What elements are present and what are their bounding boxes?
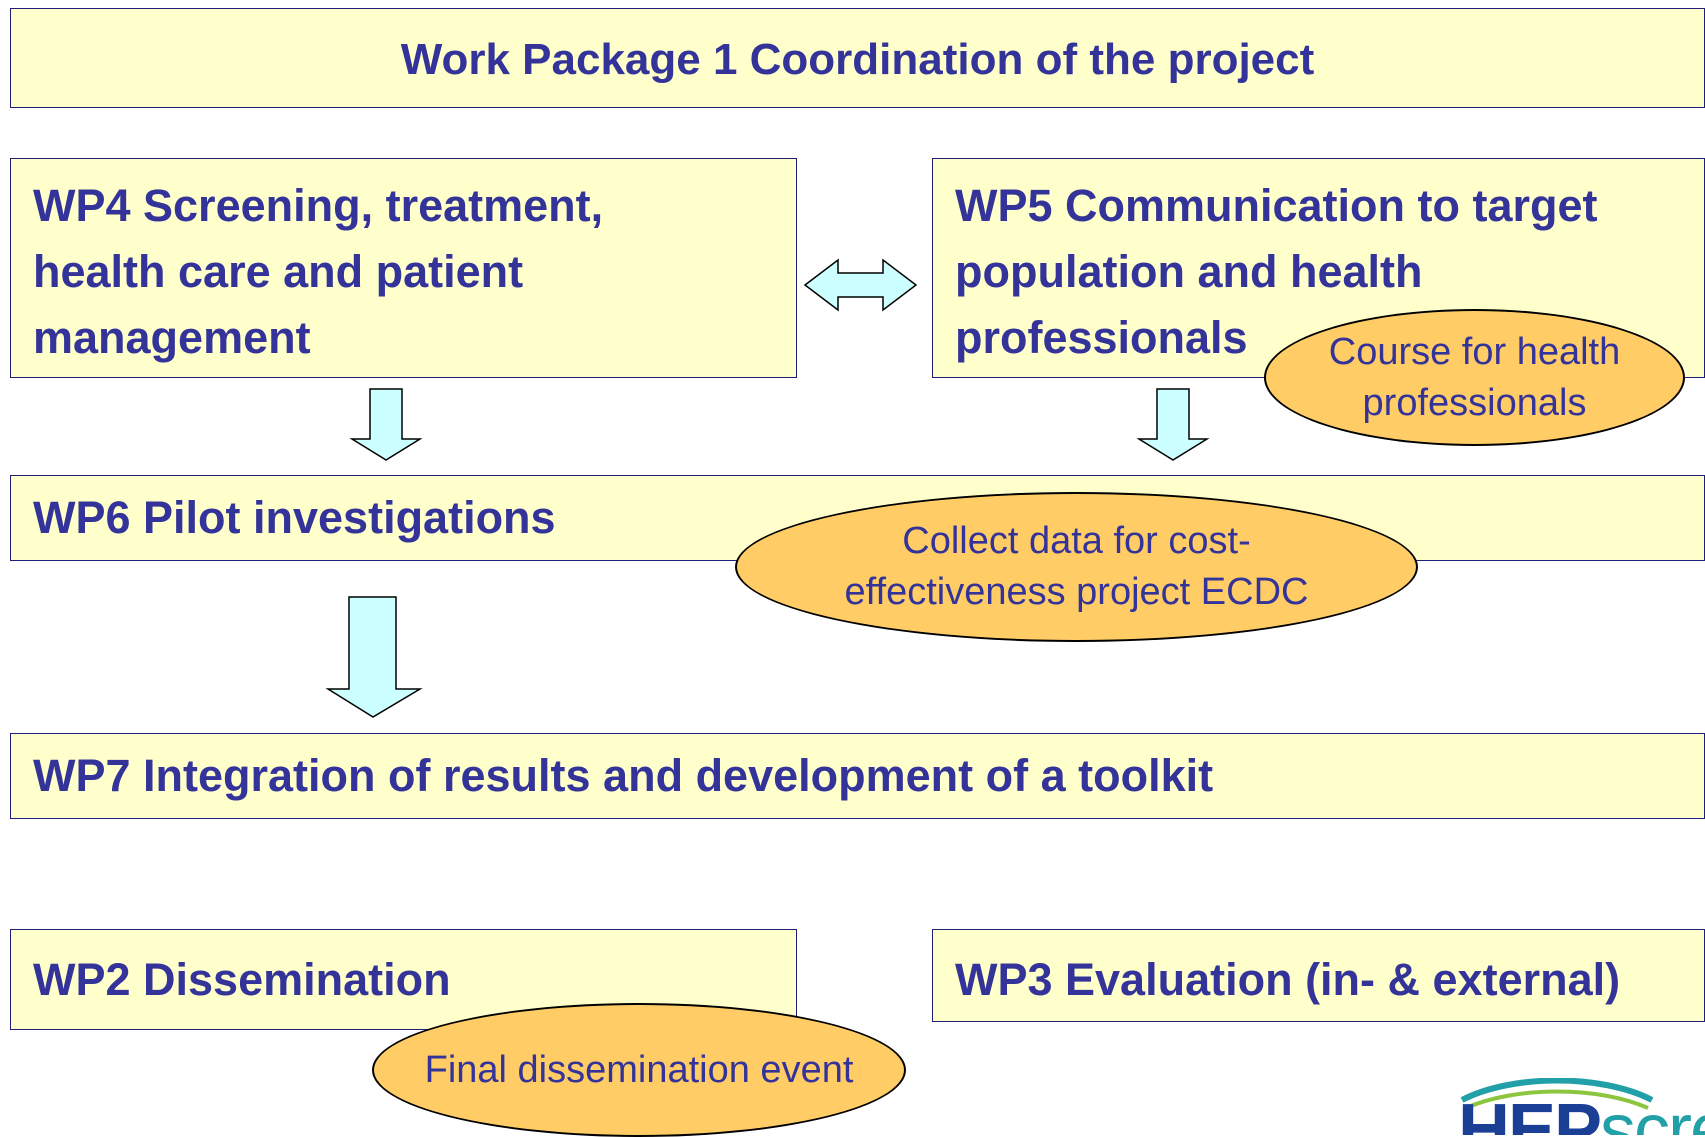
wp4-label-line-3: management bbox=[33, 312, 311, 363]
wp6-label: WP6 Pilot investigations bbox=[33, 492, 556, 543]
wp3-box: WP3 Evaluation (in- & external) bbox=[932, 929, 1705, 1022]
course-note-ellipse: Course for health professionals bbox=[1264, 309, 1685, 446]
cost-data-note-line-1: Collect data for cost- bbox=[902, 520, 1251, 562]
wp4-label-line-2: health care and patient bbox=[33, 246, 524, 297]
hepscreen-logo: HEPscre bbox=[1452, 1078, 1705, 1135]
wp7-box: WP7 Integration of results and developme… bbox=[10, 733, 1705, 819]
wp5-label-line-1: WP5 Communication to target bbox=[955, 180, 1598, 231]
wp5-box: WP5 Communication to target population a… bbox=[932, 158, 1705, 378]
wp5-label-line-2: population and health bbox=[955, 246, 1423, 297]
down-arrow-icon bbox=[349, 388, 423, 461]
bidirectional-arrow-icon bbox=[803, 258, 918, 312]
wp7-label: WP7 Integration of results and developme… bbox=[33, 750, 1214, 801]
wp4-label-line-1: WP4 Screening, treatment, bbox=[33, 180, 604, 231]
course-note-line-1: Course for health bbox=[1328, 330, 1621, 373]
course-note-line-2: professionals bbox=[1362, 381, 1587, 424]
down-arrow-icon bbox=[1136, 388, 1210, 461]
final-event-note-ellipse: Final dissemination event bbox=[372, 1003, 906, 1137]
wp1-box: Work Package 1 Coordination of the proje… bbox=[10, 8, 1705, 108]
down-arrow-icon bbox=[325, 596, 423, 718]
cost-data-note-ellipse: Collect data for cost- effectiveness pro… bbox=[735, 492, 1418, 642]
wp5-label-line-3: professionals bbox=[955, 312, 1248, 363]
wp4-box: WP4 Screening, treatment, health care an… bbox=[10, 158, 797, 378]
wp2-label: WP2 Dissemination bbox=[33, 954, 451, 1005]
wp3-label: WP3 Evaluation (in- & external) bbox=[955, 954, 1621, 1005]
final-event-note-line-1: Final dissemination event bbox=[424, 1048, 854, 1091]
wp1-label: Work Package 1 Coordination of the proje… bbox=[400, 35, 1315, 84]
cost-data-note-line-2: effectiveness project ECDC bbox=[844, 571, 1309, 613]
